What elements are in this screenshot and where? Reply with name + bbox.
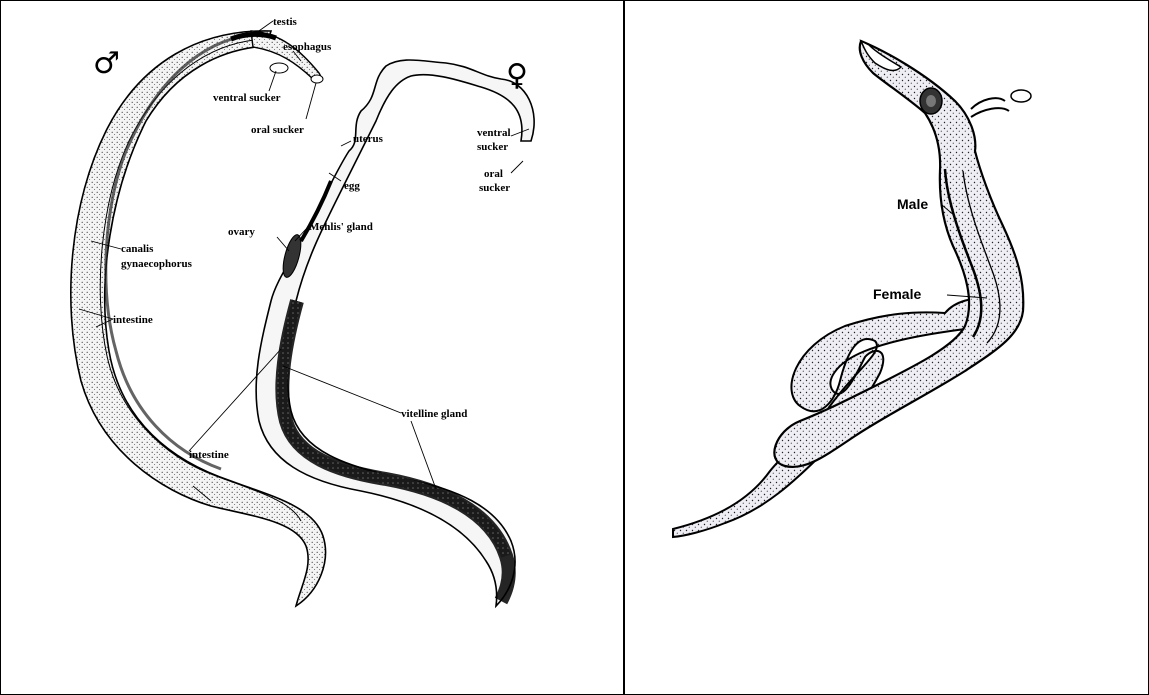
label-uterus: uterus: [353, 133, 384, 145]
label-vitelline-gland: vitelline gland: [401, 408, 467, 420]
label-canalis: canalis: [121, 243, 154, 255]
label-ovary: ovary: [228, 226, 255, 238]
label-sucker-ventral-female: sucker: [477, 141, 508, 153]
label-gynaecophorus: gynaecophorus: [121, 258, 193, 270]
label-ventral-female: ventral: [477, 127, 511, 139]
label-female: Female: [873, 286, 921, 302]
label-mehlis-gland: Mehlis' gland: [309, 221, 373, 233]
male-symbol: ♂: [93, 46, 120, 81]
schistosome-anatomy-panel: ♂ ♀ t: [1, 1, 625, 694]
label-intestine-upper: intestine: [113, 314, 153, 326]
label-oral-sucker-male: oral sucker: [251, 124, 304, 136]
pair-drawing: Male Female: [625, 1, 1148, 694]
label-ventral-sucker-male: ventral sucker: [213, 92, 281, 104]
label-egg: egg: [344, 180, 360, 192]
label-esophagus: esophagus: [283, 41, 332, 53]
anatomy-drawing: ♂ ♀ t: [1, 1, 623, 694]
label-testis: testis: [273, 16, 298, 28]
label-intestine-lower: intestine: [189, 449, 229, 461]
label-male: Male: [897, 196, 928, 212]
female-symbol: ♀: [506, 58, 528, 93]
label-oral-female: oral: [484, 168, 503, 180]
label-sucker-oral-female: sucker: [479, 182, 510, 194]
male-female-pair-panel: Male Female: [625, 1, 1148, 694]
